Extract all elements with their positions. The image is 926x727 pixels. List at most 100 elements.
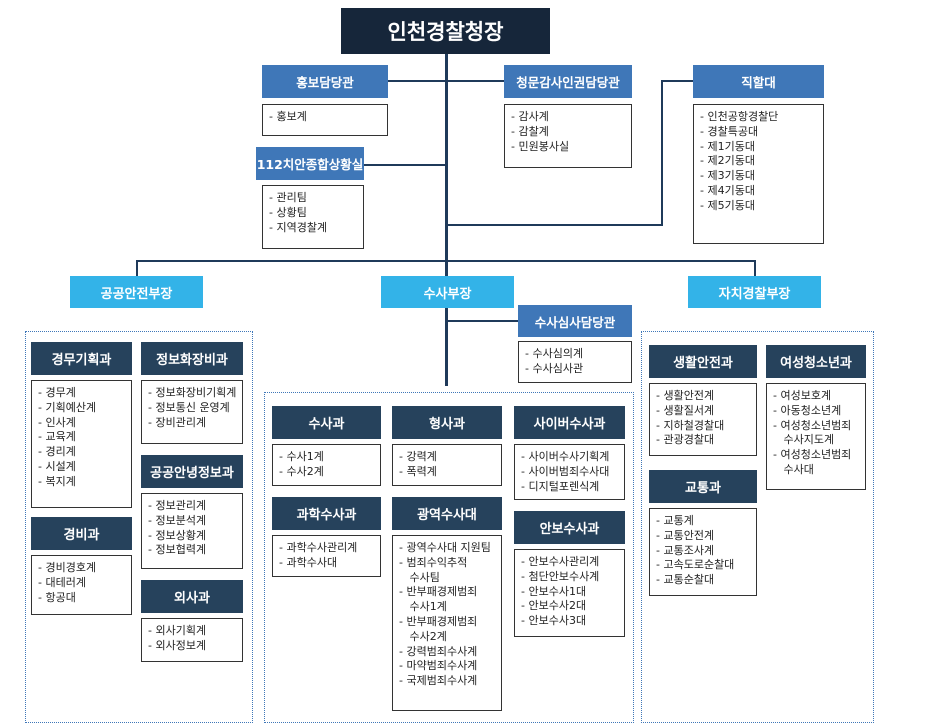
list-item: - 범죄수익추적 <box>399 555 468 569</box>
security-header: 안보수사과 <box>514 511 625 544</box>
page-title: 인천경찰청장 <box>341 8 550 54</box>
situation-header: 112치안종합상황실 <box>256 147 364 180</box>
pr-connector <box>388 80 445 82</box>
guard-header: 경비과 <box>31 517 132 550</box>
list-item: 수사1계 <box>399 600 447 614</box>
life-items: - 생활안전계- 생활질서계- 지하철경찰대- 관광경찰대 <box>650 384 756 448</box>
security-box: - 안보수사관리계- 첨단안보수사계- 안보수사1대- 안보수사2대- 안보수사… <box>514 549 625 637</box>
list-item: - 교통안전계 <box>656 528 715 542</box>
review-box: - 수사심의계- 수사심사관 <box>518 341 632 383</box>
intel-header: 공공안녕정보과 <box>141 455 243 488</box>
list-item: - 여성청소년범죄 <box>773 448 852 462</box>
list-item: - 상황팀 <box>269 205 307 219</box>
list-item: - 지역경찰계 <box>269 220 328 234</box>
public-group <box>25 331 253 723</box>
list-item: - 제1기동대 <box>700 139 755 153</box>
list-item: - 감사계 <box>511 110 549 123</box>
list-item: - 관리팀 <box>269 191 307 204</box>
pr-header: 홍보담당관 <box>262 65 388 98</box>
list-item: - 디지털포렌식계 <box>521 479 600 493</box>
list-item: - 안보수사2대 <box>521 599 587 613</box>
list-item: - 감찰계 <box>511 124 549 138</box>
criminal-items: - 강력계- 폭력계 <box>393 445 501 480</box>
list-item: - 교통조사계 <box>656 543 715 557</box>
it-header: 정보화장비과 <box>141 342 243 375</box>
list-item: - 광역수사대 지원팀 <box>399 541 491 554</box>
foreign-box: - 외사기획계- 외사정보계 <box>141 618 243 662</box>
list-item: - 외사정보계 <box>148 638 207 652</box>
bureau-connector <box>136 260 756 262</box>
traffic-box: - 교통계- 교통안전계- 교통조사계- 고속도로순찰대- 교통순찰대 <box>649 508 757 596</box>
admin-items: - 경무계- 기획예산계- 인사계- 교육계- 경리계- 시설계- 복지계 <box>32 381 131 490</box>
it-box: - 정보화장비기획계- 정보통신 운영계- 장비관리계 <box>141 380 243 444</box>
admin-box: - 경무계- 기획예산계- 인사계- 교육계- 경리계- 시설계- 복지계 <box>31 380 132 508</box>
direct-box: - 인천공항경찰단- 경찰특공대- 제1기동대- 제2기동대- 제3기동대- 제… <box>693 104 824 244</box>
foreign-items: - 외사기획계- 외사정보계 <box>142 619 242 654</box>
list-item: - 장비관리계 <box>148 415 207 429</box>
science-header: 과학수사과 <box>272 497 381 530</box>
list-item: - 대테러계 <box>38 575 86 589</box>
pr-box: - 홍보계 <box>262 104 388 136</box>
list-item: - 항공대 <box>38 590 76 604</box>
traffic-header: 교통과 <box>649 470 757 503</box>
intel-box: - 정보관리계- 정보분석계- 정보상황계- 정보협력계 <box>141 493 243 569</box>
situation-items: - 관리팀- 상황팀- 지역경찰계 <box>263 186 363 235</box>
audit-header: 청문감사인권담당관 <box>504 65 632 98</box>
list-item: - 생활질서계 <box>656 403 715 417</box>
list-item: - 인사계 <box>38 415 76 429</box>
review-items: - 수사심의계- 수사심사관 <box>519 342 631 377</box>
list-item: - 경리계 <box>38 445 76 459</box>
list-item: - 교통계 <box>656 514 694 527</box>
cyber-items: - 사이버수사기획계- 사이버범죄수사대- 디지털포렌식계 <box>515 445 624 494</box>
direct-connector-h <box>448 224 663 226</box>
list-item: - 국제범죄수사계 <box>399 674 478 688</box>
list-item: - 홍보계 <box>269 110 307 123</box>
list-item: - 제5기동대 <box>700 198 755 212</box>
list-item: - 강력계 <box>399 450 437 463</box>
list-item: - 외사기획계 <box>148 624 207 637</box>
list-item: - 경찰특공대 <box>700 124 759 138</box>
regional-box: - 광역수사대 지원팀- 범죄수익추적 수사팀- 반부패경제범죄 수사1계- 반… <box>392 535 502 711</box>
main-trunk-line <box>445 54 448 386</box>
list-item: - 경비경호계 <box>38 561 97 574</box>
list-item: - 첨단안보수사계 <box>521 569 600 583</box>
invest-items: - 수사1계- 수사2계 <box>273 445 380 480</box>
direct-connector-v <box>661 80 663 226</box>
list-item: 수사팀 <box>399 570 440 584</box>
list-item: - 정보상황계 <box>148 528 207 542</box>
list-item: - 폭력계 <box>399 464 437 478</box>
science-items: - 과학수사관리계- 과학수사대 <box>273 536 380 571</box>
list-item: - 마약범죄수사계 <box>399 659 478 673</box>
security-items: - 안보수사관리계- 첨단안보수사계- 안보수사1대- 안보수사2대- 안보수사… <box>515 550 624 629</box>
list-item: - 관광경찰대 <box>656 433 715 447</box>
direct-connector-top <box>661 80 693 82</box>
list-item: - 시설계 <box>38 459 76 473</box>
list-item: - 반부패경제범죄 <box>399 585 478 599</box>
audit-connector <box>448 80 504 82</box>
audit-box: - 감사계- 감찰계- 민원봉사실 <box>504 104 632 168</box>
list-item: - 민원봉사실 <box>511 139 570 153</box>
list-item: - 정보관리계 <box>148 499 207 512</box>
local-bureau-header: 자치경찰부장 <box>688 276 821 308</box>
audit-items: - 감사계- 감찰계- 민원봉사실 <box>505 105 631 154</box>
life-header: 생활안전과 <box>649 345 757 378</box>
list-item: - 반부패경제범죄 <box>399 614 478 628</box>
list-item: - 여성보호계 <box>773 389 832 402</box>
list-item: - 수사심의계 <box>525 347 584 360</box>
list-item: - 정보분석계 <box>148 513 207 527</box>
public-drop <box>136 260 138 276</box>
situation-box: - 관리팀- 상황팀- 지역경찰계 <box>262 185 364 249</box>
pr-items: - 홍보계 <box>263 105 387 125</box>
cyber-header: 사이버수사과 <box>514 406 625 439</box>
list-item: - 교통순찰대 <box>656 573 715 587</box>
review-header: 수사심사담당관 <box>518 305 632 337</box>
list-item: - 수사2계 <box>279 464 324 478</box>
cyber-box: - 사이버수사기획계- 사이버범죄수사대- 디지털포렌식계 <box>514 444 625 500</box>
it-items: - 정보화장비기획계- 정보통신 운영계- 장비관리계 <box>142 381 242 430</box>
regional-items: - 광역수사대 지원팀- 범죄수익추적 수사팀- 반부패경제범죄 수사1계- 반… <box>393 536 501 689</box>
invest-dept-box: - 수사1계- 수사2계 <box>272 444 381 486</box>
list-item: - 수사1계 <box>279 450 324 463</box>
list-item: - 기획예산계 <box>38 400 97 414</box>
list-item: - 정보화장비기획계 <box>148 386 237 399</box>
life-box: - 생활안전계- 생활질서계- 지하철경찰대- 관광경찰대 <box>649 383 757 456</box>
